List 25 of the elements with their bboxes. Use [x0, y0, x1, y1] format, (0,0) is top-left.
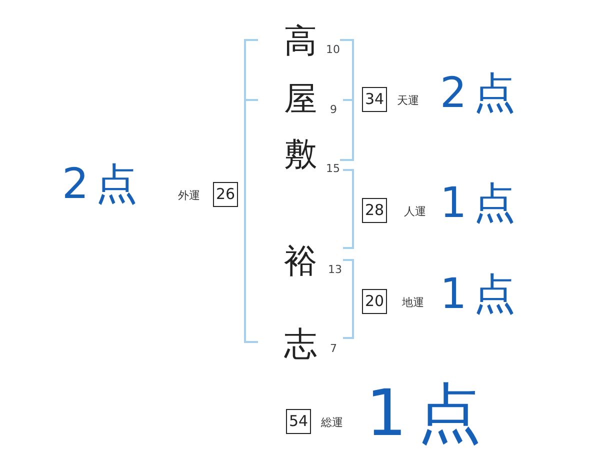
stroke-count: 9 — [330, 104, 337, 115]
fortune-number: 54 — [286, 409, 311, 434]
stroke-count: 15 — [326, 163, 340, 174]
kanji-character: 敷 — [284, 137, 317, 170]
fortune-number: 34 — [362, 87, 387, 112]
fortune-number: 26 — [213, 182, 238, 207]
kanji-character: 屋 — [284, 82, 317, 115]
fortune-label: 地運 — [402, 297, 424, 308]
fortune-number: 28 — [362, 198, 387, 223]
fortune-label: 人運 — [404, 206, 426, 217]
score-text: 1点 — [440, 273, 523, 315]
kanji-character: 裕 — [284, 244, 317, 277]
fortune-label: 総運 — [321, 417, 343, 428]
kanji-character: 志 — [284, 327, 317, 360]
score-text: 1点 — [440, 182, 523, 224]
fortune-label: 天運 — [397, 95, 419, 106]
stroke-count: 10 — [326, 44, 340, 55]
fortune-label: 外運 — [178, 190, 200, 201]
stroke-count: 13 — [328, 264, 342, 275]
score-text: 1点 — [366, 382, 493, 446]
fortune-number: 20 — [362, 289, 387, 314]
score-text: 2点 — [62, 163, 145, 205]
kanji-character: 高 — [284, 24, 317, 57]
score-text: 2点 — [440, 72, 523, 114]
stroke-count: 7 — [330, 343, 337, 354]
